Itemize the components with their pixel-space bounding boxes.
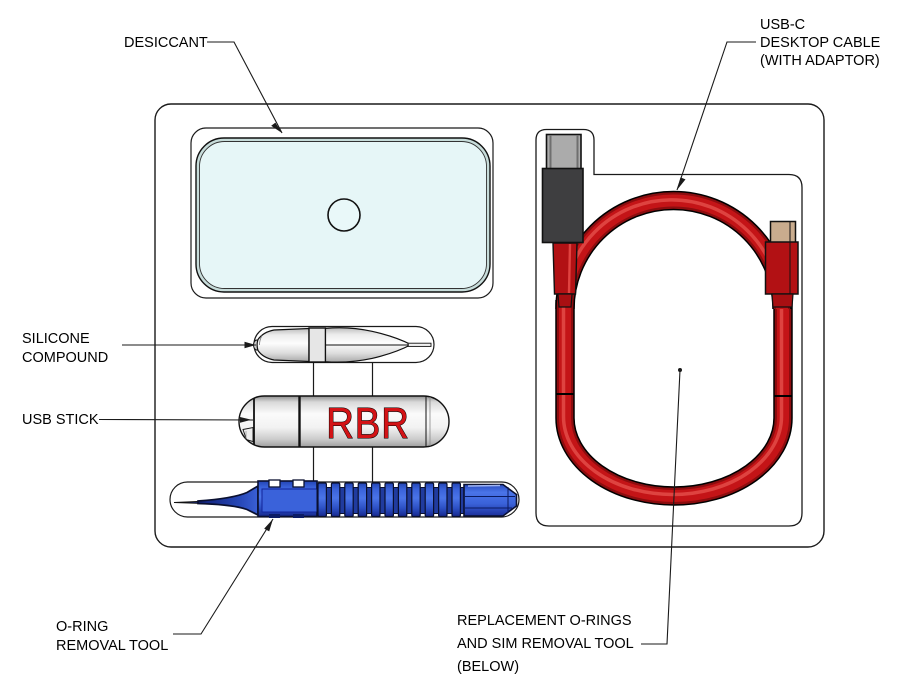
svg-text:REPLACEMENT O-RINGS: REPLACEMENT O-RINGS [457,613,632,629]
svg-text:SILICONE: SILICONE [22,331,90,347]
svg-text:USB-C: USB-C [760,17,805,33]
svg-text:USB STICK: USB STICK [22,412,99,428]
svg-text:DESICCANT: DESICCANT [124,35,208,51]
svg-text:AND SIM REMOVAL TOOL: AND SIM REMOVAL TOOL [457,636,634,652]
svg-text:DESKTOP CABLE: DESKTOP CABLE [760,35,881,51]
svg-text:(BELOW): (BELOW) [457,659,519,675]
svg-text:REMOVAL TOOL: REMOVAL TOOL [56,638,168,654]
svg-text:RBR: RBR [326,399,409,448]
svg-text:(WITH ADAPTOR): (WITH ADAPTOR) [760,53,880,69]
svg-text:O-RING: O-RING [56,619,108,635]
svg-text:COMPOUND: COMPOUND [22,350,108,366]
